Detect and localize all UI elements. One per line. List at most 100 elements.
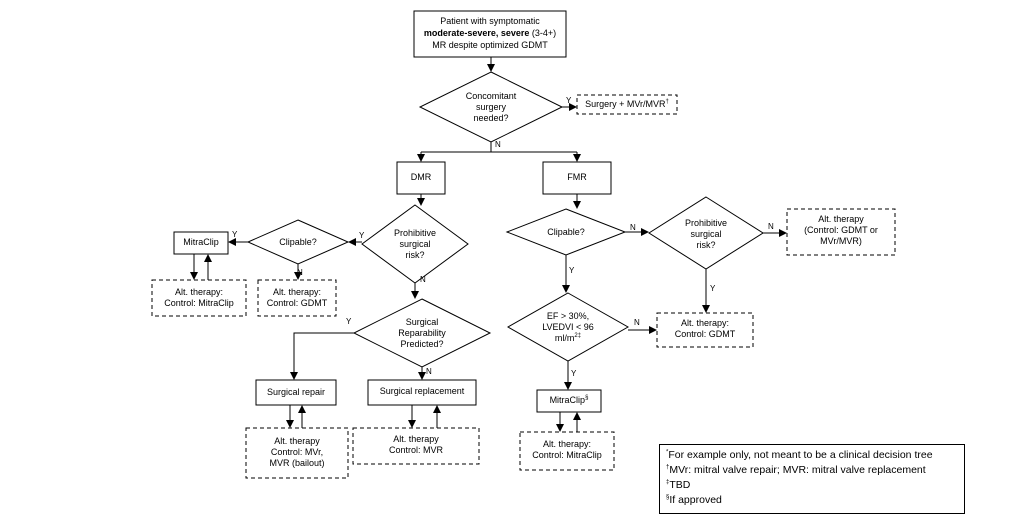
reparability-line-3: Predicted? xyxy=(400,339,444,349)
clipable-fmr-label: Clipable? xyxy=(547,227,585,237)
concomitant-label: Concomitant surgery needed? xyxy=(451,91,531,124)
edge-label-ef-no: N xyxy=(634,318,640,327)
mitraclip-fmr-label: MitraClip§ xyxy=(537,395,601,406)
alt-dmr-gdmt-line-2: Control: GDMT xyxy=(266,298,328,308)
edge-label-prohibitive-dmr-yes: Y xyxy=(359,231,365,240)
edge-label-prohibitive-fmr-no: N xyxy=(768,222,774,231)
reparability-label: Surgical Reparability Predicted? xyxy=(382,317,462,350)
prohibitive-fmr-line-3: risk? xyxy=(696,240,716,250)
surgical-repair-box xyxy=(255,379,337,406)
alt-replacement-label: Alt. therapy Control: MVR xyxy=(353,434,479,456)
clipable-dmr-label: Clipable? xyxy=(279,237,317,247)
reparability-line-1: Surgical xyxy=(405,317,439,327)
alt-fmr-mitraclip-line-1: Alt. therapy: xyxy=(542,439,592,449)
alt-therapy-fmr-gdmt-box xyxy=(656,312,754,348)
start-box-label: Patient with symptomatic moderate-severe… xyxy=(414,15,566,51)
footnote-2-text: MVr: mitral valve repair; MVR: mitral va… xyxy=(669,464,926,476)
edge-label-clipable-fmr-no: N xyxy=(630,223,636,232)
prohibitive-dmr-line-1: Prohibitive xyxy=(393,228,437,238)
alt-therapy-dmr-gdmt-box xyxy=(257,279,337,317)
alt-fmr-right-line-1: Alt. therapy xyxy=(818,214,864,224)
footnote-3-mark: ‡ xyxy=(666,479,670,486)
alt-repair-line-2: Control: MVr, xyxy=(270,447,324,457)
edge-label-reparability-no: N xyxy=(426,367,432,376)
alt-fmr-gdmt-line-2: Control: GDMT xyxy=(674,329,736,339)
alt-fmr-right-label: Alt. therapy (Control: GDMT or MVr/MVR) xyxy=(787,214,895,247)
ef-unit: ml/m xyxy=(554,333,575,343)
alt-fmr-mitraclip-label: Alt. therapy: Control: MitraClip xyxy=(520,439,614,461)
edge-label-ef-yes: Y xyxy=(571,369,577,378)
edge-label-prohibitive-dmr-no: N xyxy=(420,275,426,284)
ef-lvedvi-label: EF > 30%, LVEDVI < 96 ml/m2‡ xyxy=(528,311,608,344)
mitraclip-fmr-text: MitraClip xyxy=(549,395,586,405)
prohibitive-dmr-line-2: surgical xyxy=(399,239,431,249)
footnote-1-mark: * xyxy=(666,449,669,456)
alt-dmr-mitraclip-line-1: Alt. therapy: xyxy=(174,287,224,297)
surgical-repair-label: Surgical repair xyxy=(266,387,326,397)
alt-dmr-mitraclip-label: Alt. therapy: Control: MitraClip xyxy=(152,287,246,309)
surgical-replacement-label: Surgical replacement xyxy=(379,386,465,396)
footnote-3: ‡TBD xyxy=(666,478,958,493)
footnote-box: *For example only, not meant to be a cli… xyxy=(659,444,965,514)
surgery-mvr-dagger: † xyxy=(665,99,669,105)
alt-therapy-replacement-box xyxy=(352,427,480,465)
edge-label-concomitant-yes: Y xyxy=(566,96,572,105)
alt-replacement-line-1: Alt. therapy xyxy=(393,434,439,444)
alt-repair-label: Alt. therapy Control: MVr, MVR (bailout) xyxy=(246,436,348,469)
ef-line-1: EF > 30%, xyxy=(546,311,590,321)
alt-dmr-mitraclip-line-2: Control: MitraClip xyxy=(164,298,234,308)
reparability-line-2: Reparability xyxy=(398,328,446,338)
start-line-2: moderate-severe, severe (3-4+) xyxy=(414,27,566,39)
edge-label-prohibitive-fmr-yes: Y xyxy=(710,284,716,293)
ef-unit-sup: 2‡ xyxy=(574,333,582,339)
start-line-3: MR despite optimized GDMT xyxy=(432,40,548,50)
surgery-mvr-label: Surgery + MVr/MVR† xyxy=(577,99,677,110)
alt-dmr-gdmt-label: Alt. therapy: Control: GDMT xyxy=(258,287,336,309)
alt-repair-line-1: Alt. therapy xyxy=(274,436,320,446)
alt-therapy-dmr-mitraclip-box xyxy=(151,279,247,317)
surgical-replacement-box xyxy=(367,379,477,406)
prohibitive-dmr-label: Prohibitive surgical risk? xyxy=(380,228,450,261)
footnote-1-text: For example only, not meant to be a clin… xyxy=(668,449,933,461)
footnote-4-mark: § xyxy=(666,494,670,501)
ef-line-3: ml/m2‡ xyxy=(528,333,608,344)
footnote-3-text: TBD xyxy=(669,479,691,491)
prohibitive-fmr-line-2: surgical xyxy=(690,229,722,239)
dmr-label: DMR xyxy=(410,172,432,182)
start-box xyxy=(413,10,567,58)
alt-fmr-right-line-2: (Control: GDMT or xyxy=(804,225,878,235)
edge-label-clipable-dmr-no: N xyxy=(297,268,303,277)
alt-fmr-gdmt-line-1: Alt. therapy: xyxy=(680,318,730,328)
mitraclip-fmr-section: § xyxy=(585,395,589,401)
surgery-mvr-box xyxy=(576,94,678,115)
concomitant-line-1: Concomitant xyxy=(465,91,517,101)
prohibitive-fmr-label: Prohibitive surgical risk? xyxy=(671,218,741,251)
ef-line-2: LVEDVI < 96 xyxy=(542,322,594,332)
alt-replacement-line-2: Control: MVR xyxy=(388,445,443,455)
fmr-label: FMR xyxy=(567,172,587,182)
edge-label-concomitant-no: N xyxy=(495,140,501,149)
prohibitive-fmr-line-1: Prohibitive xyxy=(684,218,728,228)
alt-fmr-gdmt-label: Alt. therapy: Control: GDMT xyxy=(657,318,753,340)
start-line-1: Patient with symptomatic xyxy=(440,16,540,26)
alt-therapy-repair-box xyxy=(245,427,349,479)
alt-therapy-fmr-right-box xyxy=(786,208,896,256)
concomitant-line-3: needed? xyxy=(473,113,509,123)
concomitant-line-2: surgery xyxy=(475,102,506,112)
alt-repair-line-3: MVR (bailout) xyxy=(269,458,325,468)
footnote-4: §If approved xyxy=(666,493,958,508)
prohibitive-dmr-line-3: risk? xyxy=(405,250,425,260)
footnote-4-text: If approved xyxy=(669,494,722,506)
footnote-2: †MVr: mitral valve repair; MVR: mitral v… xyxy=(666,463,958,478)
alt-dmr-gdmt-line-1: Alt. therapy: xyxy=(272,287,322,297)
footnote-2-mark: † xyxy=(666,464,670,471)
alt-therapy-fmr-mitraclip-box xyxy=(519,431,615,471)
fmr-box xyxy=(542,161,612,195)
edge-label-reparability-yes: Y xyxy=(346,317,352,326)
alt-fmr-mitraclip-line-2: Control: MitraClip xyxy=(532,450,602,460)
start-severity: moderate-severe, severe xyxy=(423,28,530,38)
mitraclip-fmr-box xyxy=(536,389,602,413)
surgery-mvr-text: Surgery + MVr/MVR xyxy=(585,99,666,109)
mitraclip-dmr-label: MitraClip xyxy=(183,237,219,247)
